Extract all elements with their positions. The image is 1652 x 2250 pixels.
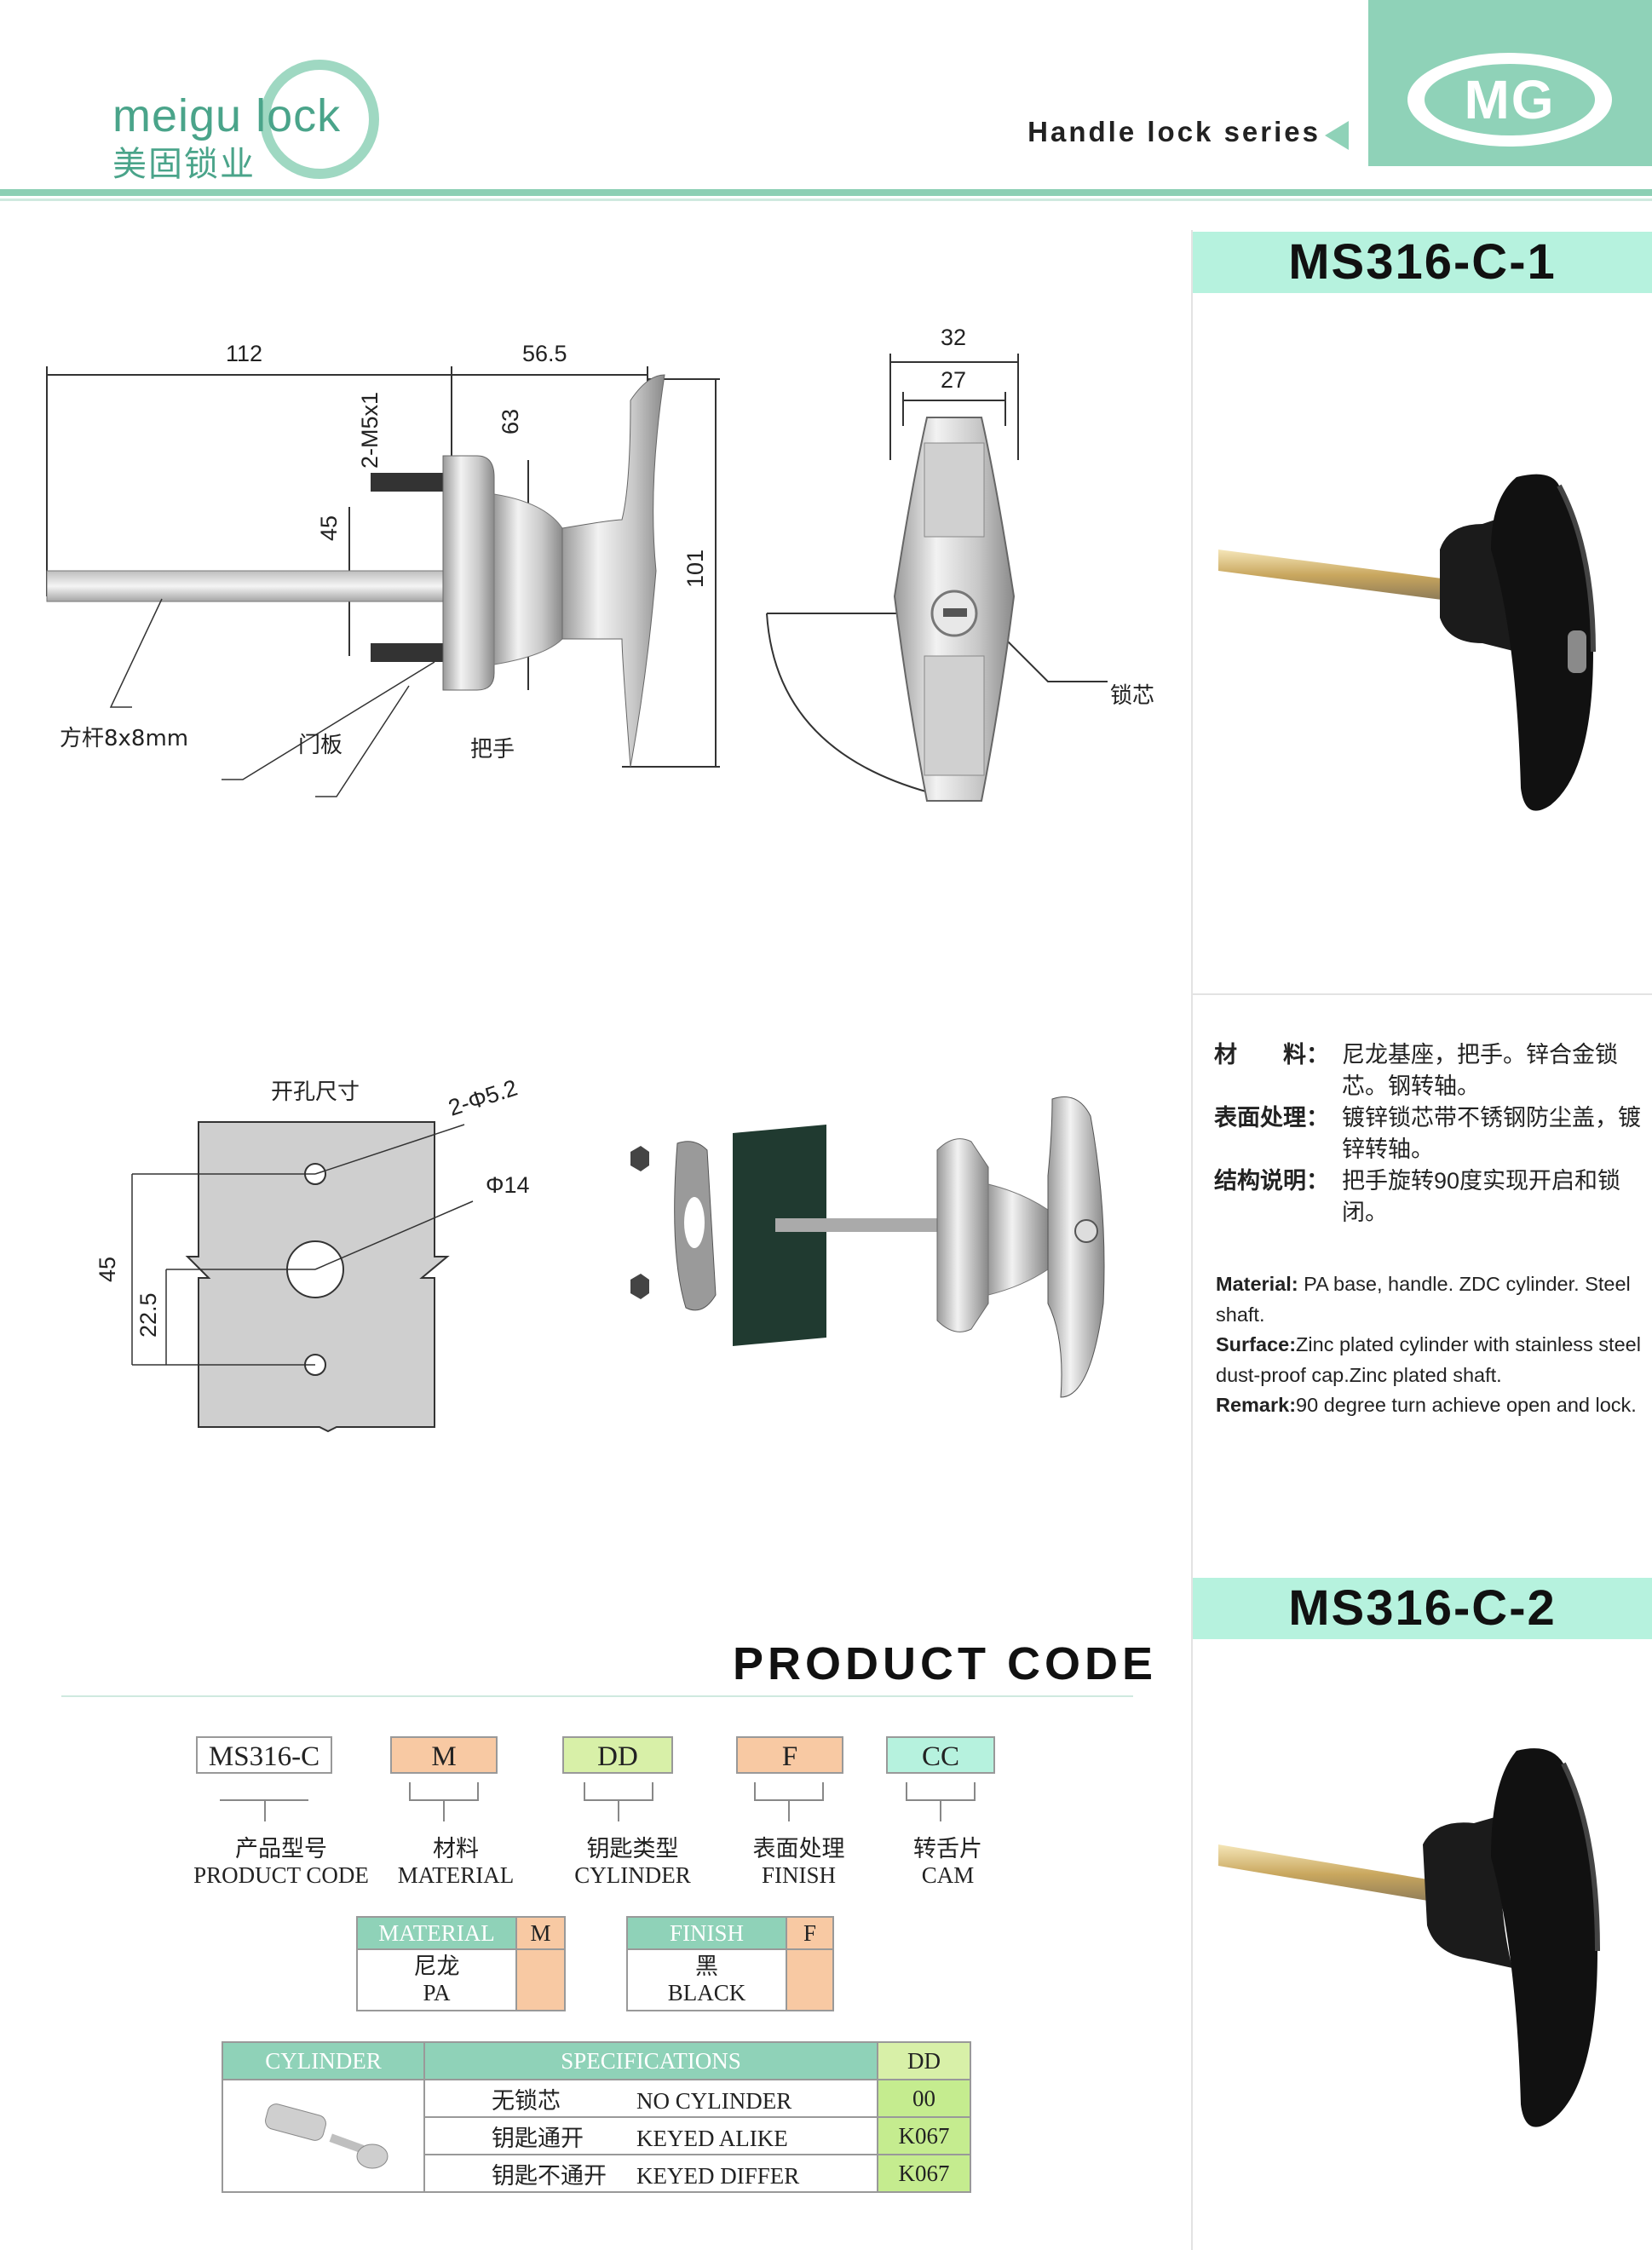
bracket-cylinder — [584, 1782, 653, 1801]
key-image-cell — [222, 2079, 425, 2193]
stem-model — [264, 1801, 266, 1821]
model-title-1: MS316-C-1 — [1193, 232, 1652, 293]
bracket-cam — [906, 1782, 976, 1801]
bracket-finish — [754, 1782, 824, 1801]
description-cn: 材 料：尼龙基座，把手。锌合金锁芯。钢转轴。 表面处理：镀锌锁芯带不锈钢防尘盖，… — [1214, 1039, 1649, 1229]
dim-101: 101 — [682, 550, 708, 588]
material-table-code-header: M — [515, 1916, 566, 1950]
product-code-rule — [61, 1695, 1133, 1697]
dim-32: 32 — [941, 325, 966, 350]
desc-row-surface: 表面处理：镀锌锁芯带不锈钢防尘盖，镀锌转轴。 — [1214, 1105, 1641, 1162]
label-handle: 把手 — [470, 737, 515, 762]
cutout-title: 开孔尺寸 — [271, 1079, 360, 1105]
cylinder-row-2-code: K067 — [877, 2116, 971, 2155]
code-box-cam: CC — [886, 1736, 995, 1774]
arrow-left-icon — [1325, 121, 1349, 150]
brand-badge: MG — [1464, 69, 1556, 130]
label-door-panel: 门板 — [298, 733, 342, 758]
hole-big-label: Φ14 — [486, 1172, 530, 1198]
label-lock-core: 锁芯 — [1110, 683, 1154, 709]
header-rule — [0, 189, 1652, 196]
key-icon — [265, 2103, 389, 2169]
brand-oval-inner — [1425, 64, 1595, 135]
dim-m5: 2-M5x1 — [357, 392, 383, 469]
dim-45: 45 — [316, 515, 342, 541]
column-divider — [1191, 230, 1193, 2250]
code-box-cylinder: DD — [562, 1736, 673, 1774]
finish-table-code-header: F — [786, 1916, 834, 1950]
product-photo-2 — [1218, 1748, 1600, 2127]
dim-27: 27 — [941, 367, 966, 393]
cutout-drawing: 开孔尺寸 2-Φ5.2 Φ14 45 22.5 — [95, 1074, 530, 1433]
material-table-header: MATERIAL — [356, 1916, 517, 1950]
code-box-finish: F — [736, 1736, 843, 1774]
bracket-model — [220, 1782, 308, 1801]
stem-finish — [788, 1801, 790, 1821]
label-square-bar: 方杆8x8mm — [60, 726, 188, 751]
cylinder-table-header-cyl: CYLINDER — [222, 2041, 425, 2080]
product-code-title: PRODUCT CODE — [733, 1638, 1158, 1689]
cylinder-table-header-dd: DD — [877, 2041, 971, 2080]
product-photo-1 — [1218, 474, 1596, 811]
dim-63: 63 — [498, 409, 523, 434]
stem-cam — [940, 1801, 941, 1821]
cylinder-row-1-code: 00 — [877, 2079, 971, 2118]
material-table-code-cell — [515, 1948, 566, 2011]
desc-row-material: 材 料：尼龙基座，把手。锌合金锁芯。钢转轴。 — [1214, 1042, 1618, 1099]
finish-table-header: FINISH — [626, 1916, 787, 1950]
dim-56-5: 56.5 — [522, 341, 567, 366]
description-en: Material: PA base, handle. ZDC cylinder.… — [1216, 1273, 1641, 1416]
cutout-dim-45: 45 — [95, 1257, 120, 1282]
model-title-2: MS316-C-2 — [1193, 1578, 1652, 1639]
dim-112: 112 — [226, 341, 262, 366]
hole-small-label: 2-Φ5.2 — [446, 1074, 521, 1120]
cylinder-row-3-code: K067 — [877, 2154, 971, 2193]
header-rule-thin — [0, 199, 1652, 201]
exploded-view — [630, 1096, 1105, 1398]
section-divider — [1193, 993, 1652, 995]
series-title: Handle lock series — [1027, 116, 1321, 147]
desc-row-structure: 结构说明：把手旋转90度实现开启和锁闭。 — [1214, 1168, 1621, 1225]
stem-material — [443, 1801, 445, 1821]
logo-text: meigu lock — [112, 90, 342, 141]
logo-cn: 美固锁业 — [112, 146, 256, 183]
code-box-model: MS316-C — [196, 1736, 332, 1774]
finish-table-code-cell — [786, 1948, 834, 2011]
code-box-material: M — [390, 1736, 498, 1774]
bracket-material — [409, 1782, 479, 1801]
cutout-dim-22-5: 22.5 — [135, 1292, 161, 1338]
technical-drawing: 112 56.5 63 45 101 2-M5x1 方杆8x8mm 门板 把手 … — [46, 325, 1154, 802]
stem-cylinder — [618, 1801, 619, 1821]
cylinder-table-header-spec: SPECIFICATIONS — [423, 2041, 878, 2080]
